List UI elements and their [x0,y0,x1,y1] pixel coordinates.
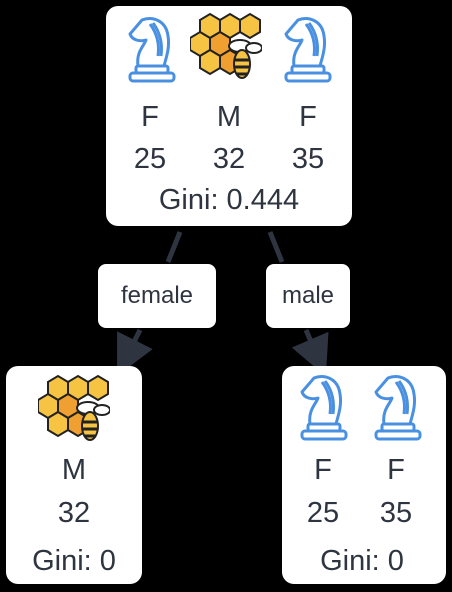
edge-right-lower [291,329,329,377]
chess-knight-icon [374,375,422,441]
edge-label-female: female [98,264,216,328]
root-age-2: 32 [212,143,246,175]
root-sex-1: F [141,101,159,133]
honeycomb-bee-icon [190,12,262,79]
edge-left-upper [165,231,183,263]
right-leaf-gini: Gini: 0 [320,545,404,577]
right-leaf-sex-1: F [314,454,332,486]
edge-label-male: male [266,264,350,328]
root-gini: Gini: 0.444 [158,184,300,216]
edge-left-lower [117,328,153,376]
right-leaf-age-1: 25 [306,497,340,529]
honeycomb-bee-icon [38,374,110,441]
chess-knight-icon [300,375,348,441]
right-leaf-age-2: 35 [379,497,413,529]
left-leaf-sex: M [61,454,87,486]
chess-knight-icon [128,17,176,83]
root-age-1: 25 [133,143,167,175]
edge-right-upper [267,231,285,263]
root-sex-3: F [299,101,317,133]
right-leaf-sex-2: F [387,454,405,486]
left-leaf-age: 32 [57,497,91,529]
root-age-3: 35 [291,143,325,175]
left-leaf-gini: Gini: 0 [32,545,116,577]
root-sex-2: M [216,101,242,133]
right-leaf-node [282,366,446,584]
chess-knight-icon [284,17,332,83]
